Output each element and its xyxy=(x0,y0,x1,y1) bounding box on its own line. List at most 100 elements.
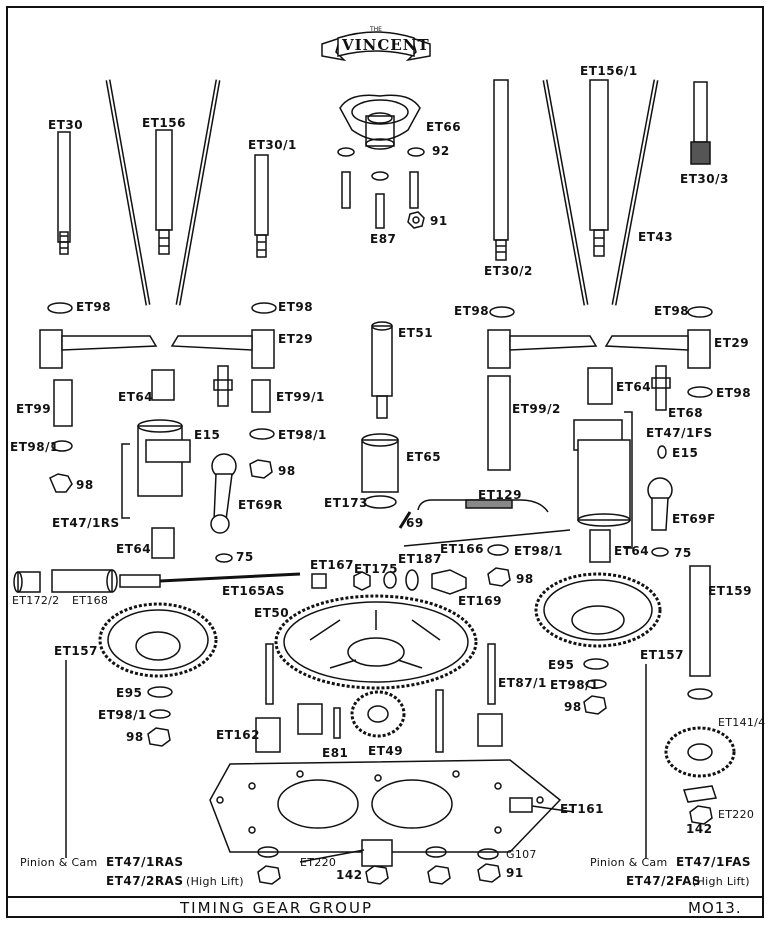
et69f-lever xyxy=(647,477,673,531)
label-et43: ET43 xyxy=(638,230,674,244)
et141-4-gear xyxy=(664,726,736,778)
label-et156: ET156 xyxy=(142,116,186,130)
et220-tab-bottom xyxy=(361,839,393,867)
label-et29: ET29 xyxy=(714,336,750,350)
et66-housing xyxy=(339,94,421,150)
et98-1-washer xyxy=(487,544,509,556)
label-et161: ET161 xyxy=(560,802,604,816)
g107-washer xyxy=(477,848,499,860)
bracket xyxy=(624,411,633,549)
et98-washer xyxy=(687,386,713,398)
label-et99-1: ET99/1 xyxy=(276,390,325,404)
et98-1-washer xyxy=(585,679,607,689)
label-et169: ET169 xyxy=(458,594,502,608)
label-et47-1rs: ET47/1RS xyxy=(52,516,120,530)
nut-91 xyxy=(477,863,501,883)
caption-et47-2ras: ET47/2RAS xyxy=(106,874,184,888)
et30-pushrod-tube xyxy=(57,131,71,255)
caption-high-lift-right: (High Lift) xyxy=(692,875,750,888)
et173-washer xyxy=(363,495,397,509)
page-title: TIMING GEAR GROUP xyxy=(180,899,373,917)
et159-shaft xyxy=(689,565,711,677)
label-et65: ET65 xyxy=(406,450,442,464)
label-et165as: ET165AS xyxy=(222,584,285,598)
et65-bush xyxy=(361,433,399,493)
et64-bush-right xyxy=(587,367,613,405)
et156-tube xyxy=(155,129,173,255)
label-e95: E95 xyxy=(548,658,575,672)
et98-washer xyxy=(251,302,277,314)
nut-142 xyxy=(365,865,389,885)
et47-1rs-cam xyxy=(137,419,191,497)
label-et64: ET64 xyxy=(616,380,652,394)
label-et49: ET49 xyxy=(368,744,404,758)
et29-rocker-right xyxy=(487,329,711,369)
label-et64: ET64 xyxy=(614,544,650,558)
stud xyxy=(265,643,274,705)
label-et98: ET98 xyxy=(278,300,314,314)
label-e81: E81 xyxy=(322,746,349,760)
et157-gear-right xyxy=(534,572,662,648)
et30-3-tube xyxy=(690,81,711,165)
et172-2-bush xyxy=(13,571,41,593)
et98-1-washer xyxy=(149,709,171,719)
et168-sleeve xyxy=(51,569,118,593)
label-69: 69 xyxy=(406,516,424,530)
et220-tab xyxy=(683,785,717,803)
nut-98 xyxy=(583,695,607,715)
pin-69 xyxy=(398,511,412,529)
pushrod-right xyxy=(542,79,659,306)
label-et166: ET166 xyxy=(440,542,484,556)
label-et159: ET159 xyxy=(708,584,752,598)
label-e95: E95 xyxy=(116,686,143,700)
label-98: 98 xyxy=(126,730,144,744)
label-g107: G107 xyxy=(506,848,537,861)
e15-pin xyxy=(657,445,667,459)
label-e15: E15 xyxy=(194,428,221,442)
center-small-parts xyxy=(337,147,425,229)
label-et157: ET157 xyxy=(640,648,684,662)
label-et162: ET162 xyxy=(216,728,260,742)
label-98: 98 xyxy=(278,464,296,478)
label-et98-1: ET98/1 xyxy=(514,544,563,558)
bush xyxy=(477,713,503,747)
et161-cover-plate xyxy=(209,759,562,853)
label-et30-3: ET30/3 xyxy=(680,172,729,186)
label-et98-1: ET98/1 xyxy=(10,440,59,454)
et175-nut xyxy=(353,571,371,591)
nut-142 xyxy=(689,805,713,825)
label-98: 98 xyxy=(516,572,534,586)
et98-1-washer xyxy=(51,440,73,452)
page-border xyxy=(6,6,764,918)
label-et98: ET98 xyxy=(716,386,752,400)
nut xyxy=(427,865,451,885)
label-98: 98 xyxy=(76,478,94,492)
label-et141-4: ET141/4 xyxy=(718,716,766,729)
label-et51: ET51 xyxy=(398,326,434,340)
et169-nut xyxy=(431,569,467,595)
stud xyxy=(435,689,444,753)
bush xyxy=(297,703,323,735)
e95-washer xyxy=(147,686,173,698)
leader-line xyxy=(299,849,365,863)
label-et167: ET167 xyxy=(310,558,354,572)
logo-vincent: VINCENT xyxy=(342,36,430,54)
washer-75 xyxy=(215,553,233,563)
et87-1-stud xyxy=(487,643,496,705)
washer xyxy=(687,688,713,700)
label-et98: ET98 xyxy=(454,304,490,318)
label-et98-1: ET98/1 xyxy=(278,428,327,442)
washer xyxy=(425,846,447,858)
label-et187: ET187 xyxy=(398,552,442,566)
label-et129: ET129 xyxy=(478,488,522,502)
label-et168: ET168 xyxy=(72,594,109,607)
et64-bush xyxy=(151,369,175,401)
label-et50: ET50 xyxy=(254,606,290,620)
et47-1fs-cam xyxy=(573,419,631,527)
et166-wire xyxy=(403,529,571,547)
label-et64: ET64 xyxy=(116,542,152,556)
leader-line xyxy=(531,805,575,813)
et98-washer xyxy=(687,306,713,318)
